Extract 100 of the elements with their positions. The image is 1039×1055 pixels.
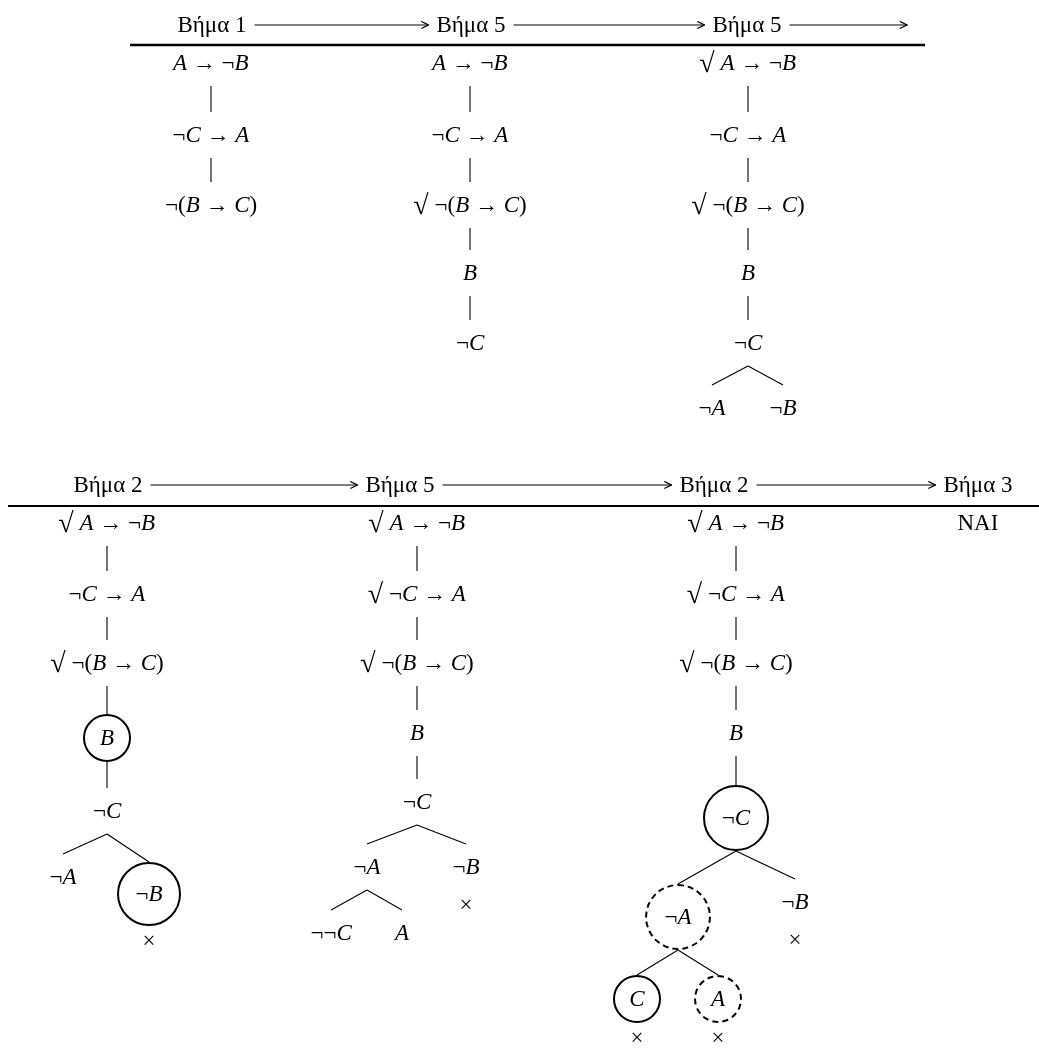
tree-branch-line: [747, 365, 784, 386]
formula: ¬C → A: [68, 581, 146, 607]
tree-branch-line: [711, 365, 749, 386]
formula: A → ¬B: [720, 50, 797, 76]
check-mark: √: [687, 510, 703, 536]
step-heading: Βήμα 5: [436, 12, 506, 38]
formula: A → ¬B: [79, 510, 156, 536]
step-heading: Βήμα 1: [177, 12, 247, 38]
tree-branch-line: [735, 850, 796, 880]
step-arrow: [253, 20, 430, 30]
formula: ¬(B → C): [165, 192, 258, 218]
step-arrow: [755, 480, 937, 490]
formula: ¬A: [49, 864, 77, 890]
step-heading: Βήμα 2: [679, 472, 749, 498]
formula: ¬B: [135, 881, 163, 907]
formula: ¬A: [353, 854, 381, 880]
formula: ¬C → A: [708, 581, 785, 607]
tree-trunk-line: [106, 545, 108, 572]
tree-branch-line: [62, 833, 108, 855]
closed-branch-mark: ×: [788, 929, 802, 951]
formula: B: [99, 725, 115, 751]
tree-branch-line: [330, 889, 368, 911]
step-heading: Βήμα 5: [712, 12, 782, 38]
formula: ¬C: [93, 798, 122, 824]
formula: ¬C → A: [172, 122, 250, 148]
check-mark: √: [368, 510, 384, 536]
formula: ¬C: [734, 330, 763, 356]
formula: ¬C: [721, 805, 751, 831]
formula: ¬C → A: [389, 581, 466, 607]
formula: A → ¬B: [173, 50, 249, 76]
formula: B: [410, 720, 425, 746]
check-mark: √: [360, 650, 376, 676]
formula: ¬C: [403, 789, 432, 815]
tree-branch-line: [677, 850, 737, 885]
step-arrow: [512, 20, 706, 30]
tree-branch-line: [677, 949, 719, 976]
formula: ¬B: [781, 889, 809, 915]
tree-trunk-line: [106, 761, 108, 789]
formula: C: [629, 986, 645, 1012]
formula: ¬(B → C): [71, 650, 164, 676]
tree-branch-line: [636, 949, 679, 976]
check-mark: √: [367, 581, 383, 607]
tree-trunk-line: [747, 85, 749, 113]
formula: B: [741, 260, 756, 286]
check-mark: √: [50, 650, 66, 676]
formula: A → ¬B: [708, 510, 785, 536]
formula: ¬(B → C): [700, 650, 793, 676]
formula: B: [729, 720, 744, 746]
closed-branch-mark: ×: [459, 894, 473, 916]
dashed-highlight-circle: [645, 884, 711, 950]
tree-trunk-line: [735, 755, 737, 786]
tree-trunk-line: [416, 755, 418, 780]
result-text: ΝΑΙ: [957, 510, 999, 536]
formula: A: [710, 986, 726, 1012]
tree-trunk-line: [416, 685, 418, 711]
formula: ¬(B → C): [434, 192, 527, 218]
closed-branch-mark: ×: [142, 930, 156, 952]
tree-trunk-line: [416, 545, 418, 572]
tree-trunk-line: [416, 616, 418, 641]
highlight-circle: [83, 714, 131, 762]
tree-trunk-line: [747, 227, 749, 251]
formula: ¬(B → C): [712, 192, 805, 218]
step-arrow: [149, 480, 359, 490]
tree-trunk-line: [469, 295, 471, 321]
closed-branch-mark: ×: [630, 1027, 644, 1049]
formula: A → ¬B: [389, 510, 466, 536]
highlight-circle: [703, 785, 769, 851]
formula: ¬¬C: [310, 920, 352, 946]
tree-trunk-line: [106, 616, 108, 641]
step-arrow: [441, 480, 673, 490]
check-mark: √: [699, 50, 715, 76]
tree-trunk-line: [469, 85, 471, 113]
tree-branch-line: [366, 824, 418, 845]
tree-trunk-line: [210, 85, 212, 113]
check-mark: √: [413, 192, 429, 218]
check-mark: √: [679, 650, 695, 676]
tree-trunk-line: [735, 616, 737, 641]
step-heading: Βήμα 2: [73, 472, 143, 498]
step-heading: Βήμα 3: [943, 472, 1013, 498]
tree-trunk-line: [735, 545, 737, 572]
formula: ¬C → A: [709, 122, 787, 148]
check-mark: √: [58, 510, 74, 536]
check-mark: √: [691, 192, 707, 218]
tree-branch-line: [106, 833, 150, 863]
formula: ¬(B → C): [381, 650, 474, 676]
step-heading: Βήμα 5: [365, 472, 435, 498]
tree-branch-line: [416, 824, 467, 845]
tree-trunk-line: [747, 157, 749, 183]
formula: ¬C: [456, 330, 485, 356]
formula: ¬B: [769, 395, 797, 421]
formula: A → ¬B: [432, 50, 508, 76]
formula: ¬C → A: [431, 122, 509, 148]
formula: ¬A: [664, 904, 692, 930]
formula: B: [463, 260, 478, 286]
tree-trunk-line: [469, 157, 471, 183]
formula: ¬A: [698, 395, 726, 421]
tree-trunk-line: [735, 685, 737, 711]
closed-branch-mark: ×: [711, 1027, 725, 1049]
formula: ¬B: [452, 854, 480, 880]
step-arrow: [788, 20, 908, 30]
